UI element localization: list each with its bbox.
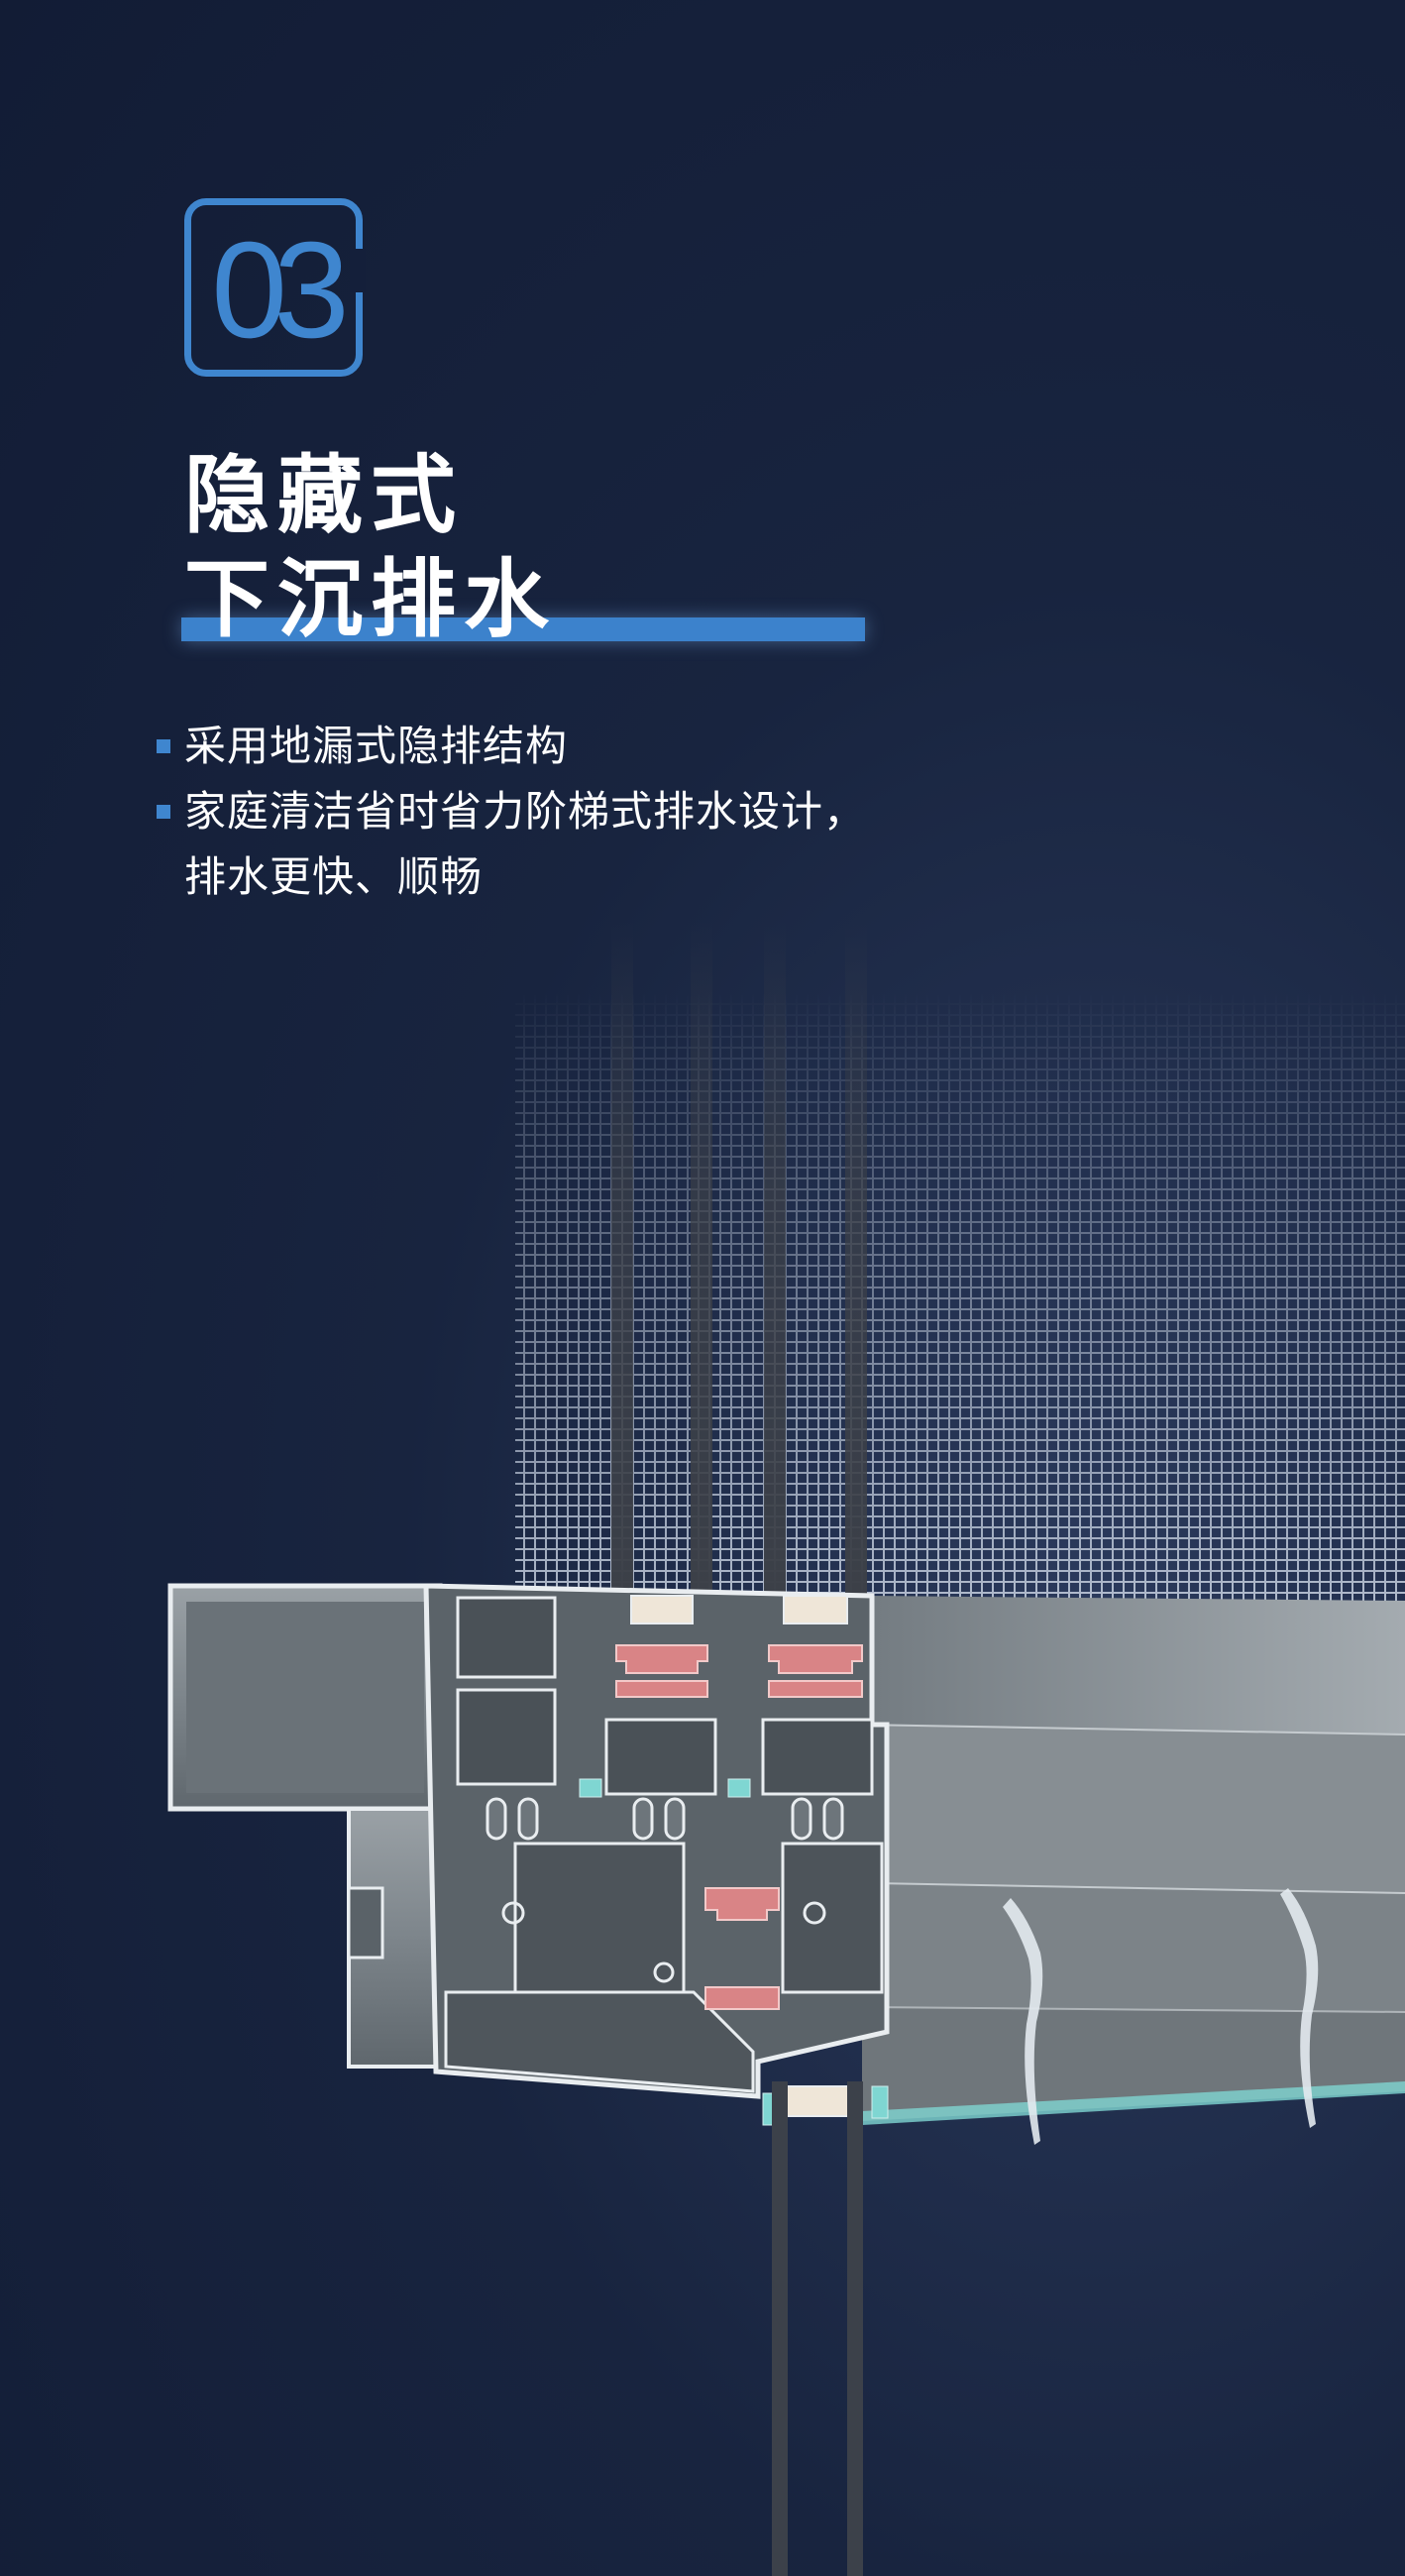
glazing-spacer (630, 1595, 848, 1624)
title-underline-bar (181, 617, 865, 641)
feature-text: 家庭清洁省时省力阶梯式排水设计， (184, 787, 867, 836)
section-number: 03 (211, 214, 350, 367)
feature-text: 采用地漏式隐排结构 (184, 722, 569, 770)
list-item: 家庭清洁省时省力阶梯式排水设计， 排水更快、顺畅 (157, 779, 1147, 910)
feature-text-continuation: 排水更快、顺畅 (184, 852, 484, 901)
frame-extrusion-side (861, 1596, 1405, 2125)
glass-panes-top (611, 922, 867, 1606)
bullet-square-icon (157, 739, 170, 753)
badge-frame-gap (350, 249, 366, 292)
frame-cross-section (167, 1583, 890, 2126)
water-drip-icon (1003, 1888, 1319, 2145)
insect-screen-mesh (515, 991, 1405, 1606)
list-item: 采用地漏式隐排结构 (157, 714, 1147, 779)
glass-edge-line (862, 2081, 1405, 2125)
section-number-badge: 03 (184, 198, 366, 377)
page-title-line-2: 下沉排水 (184, 550, 557, 649)
bullet-square-icon (157, 805, 170, 819)
feature-list: 采用地漏式隐排结构 家庭清洁省时省力阶梯式排水设计， 排水更快、顺畅 (157, 714, 1147, 910)
page-title-line-1: 隐藏式 (184, 446, 464, 545)
glass-panes-bottom (772, 2081, 863, 2576)
sealing-gasket (615, 1644, 863, 2010)
